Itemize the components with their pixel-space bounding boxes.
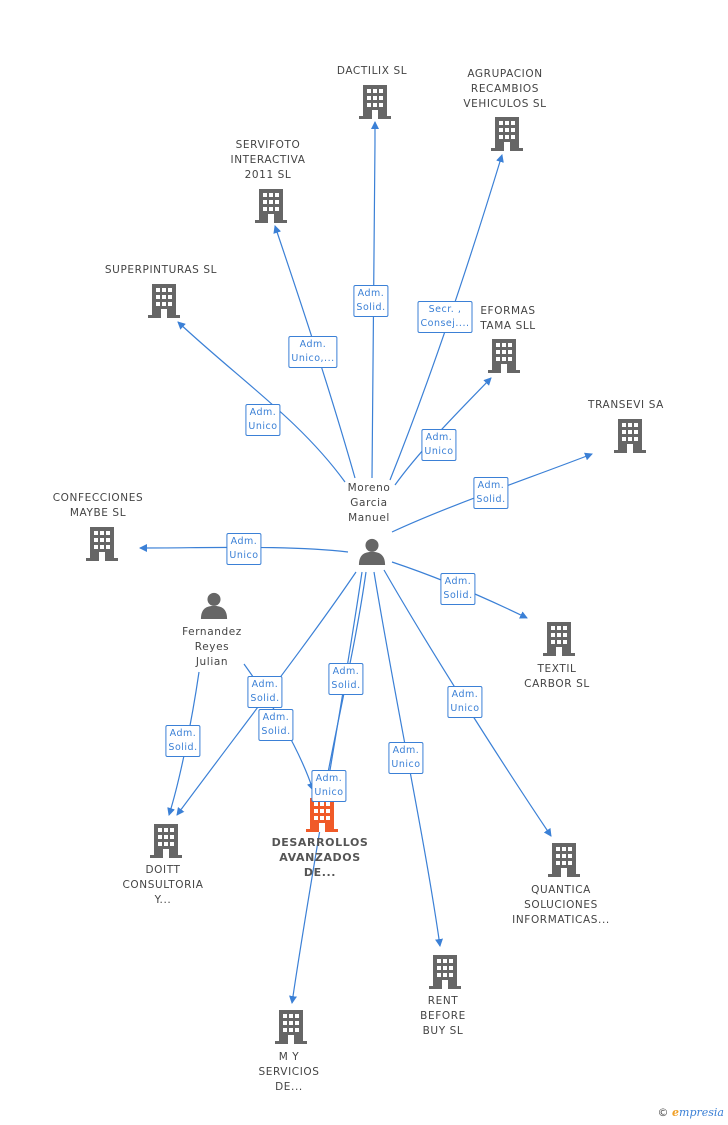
relation-label-moreno-confecciones: Adm. Unico	[226, 533, 262, 565]
node-label-servifoto[interactable]: SERVIFOTO INTERACTIVA 2011 SL	[230, 139, 306, 181]
brand-initial: e	[672, 1106, 680, 1119]
node-label-agrupacion[interactable]: AGRUPACION RECAMBIOS VEHICULOS SL	[463, 68, 547, 110]
brand-name: mpresia	[679, 1106, 724, 1119]
relation-label-moreno-servifoto: Adm. Unico,...	[288, 336, 338, 368]
brand-footer: © empresia	[658, 1106, 724, 1119]
relation-label-moreno-agrupacion: Secr. , Consej....	[417, 301, 473, 333]
copyright-symbol: ©	[657, 1106, 669, 1119]
building-icon-dactilix[interactable]	[359, 85, 391, 119]
building-icon-confecciones[interactable]	[86, 527, 118, 561]
relation-label-moreno-superpinturas: Adm. Unico	[245, 404, 281, 436]
building-icon-doitt[interactable]	[150, 824, 182, 858]
node-label-desarrollos[interactable]: DESARROLLOS AVANZADOS DE...	[271, 836, 369, 879]
node-label-moreno[interactable]: Moreno Garcia Manuel	[347, 482, 391, 524]
relation-label-moreno-dactilix: Adm. Solid.	[353, 285, 389, 317]
building-icon-agrupacion[interactable]	[491, 117, 523, 151]
node-label-rent[interactable]: RENT BEFORE BUY SL	[420, 995, 466, 1037]
relation-label-moreno-desarrollos: Adm. Solid.	[328, 663, 364, 695]
node-label-superpinturas[interactable]: SUPERPINTURAS SL	[104, 264, 218, 276]
node-label-dactilix[interactable]: DACTILIX SL	[336, 65, 408, 77]
node-label-doitt[interactable]: DOITT CONSULTORIA Y...	[122, 864, 204, 906]
edge-moreno-superpinturas	[177, 321, 346, 483]
node-label-fernandez[interactable]: Fernandez Reyes Julian	[182, 626, 242, 668]
building-icon-rent[interactable]	[429, 955, 461, 989]
node-label-confecciones[interactable]: CONFECCIONES MAYBE SL	[52, 492, 144, 519]
building-icon-my[interactable]	[275, 1010, 307, 1044]
building-icon-quantica[interactable]	[548, 843, 580, 877]
relation-label-fernandez-doitt: Adm. Solid.	[165, 725, 201, 757]
relation-label-moreno-transevi: Adm. Solid.	[473, 477, 509, 509]
node-label-transevi[interactable]: TRANSEVI SA	[588, 399, 664, 411]
node-label-quantica[interactable]: QUANTICA SOLUCIONES INFORMATICAS...	[512, 884, 610, 926]
building-icon-reformas[interactable]	[488, 339, 520, 373]
node-label-reformas[interactable]: EFORMAS TAMA SLL	[480, 305, 536, 332]
relation-label-moreno-doitt: Adm. Solid.	[247, 676, 283, 708]
person-icon-moreno[interactable]	[358, 538, 386, 565]
relation-label-fernandez-desarrollos: Adm. Solid.	[258, 709, 294, 741]
building-icon-textil[interactable]	[543, 622, 575, 656]
relation-label-moreno-textil: Adm. Solid.	[440, 573, 476, 605]
node-label-textil[interactable]: TEXTIL CARBOR SL	[524, 663, 590, 690]
building-icon-desarrollos[interactable]	[306, 798, 338, 832]
building-icon-servifoto[interactable]	[255, 189, 287, 223]
person-icon-fernandez[interactable]	[200, 592, 228, 619]
relation-label-moreno-my: Adm. Unico	[311, 770, 347, 802]
node-label-my[interactable]: M Y SERVICIOS DE...	[258, 1051, 320, 1093]
relation-label-moreno-rent: Adm. Unico	[388, 742, 424, 774]
relation-label-moreno-quantica: Adm. Unico	[447, 686, 483, 718]
relation-label-moreno-reformas: Adm. Unico	[421, 429, 457, 461]
building-icon-transevi[interactable]	[614, 419, 646, 453]
building-icon-superpinturas[interactable]	[148, 284, 180, 318]
